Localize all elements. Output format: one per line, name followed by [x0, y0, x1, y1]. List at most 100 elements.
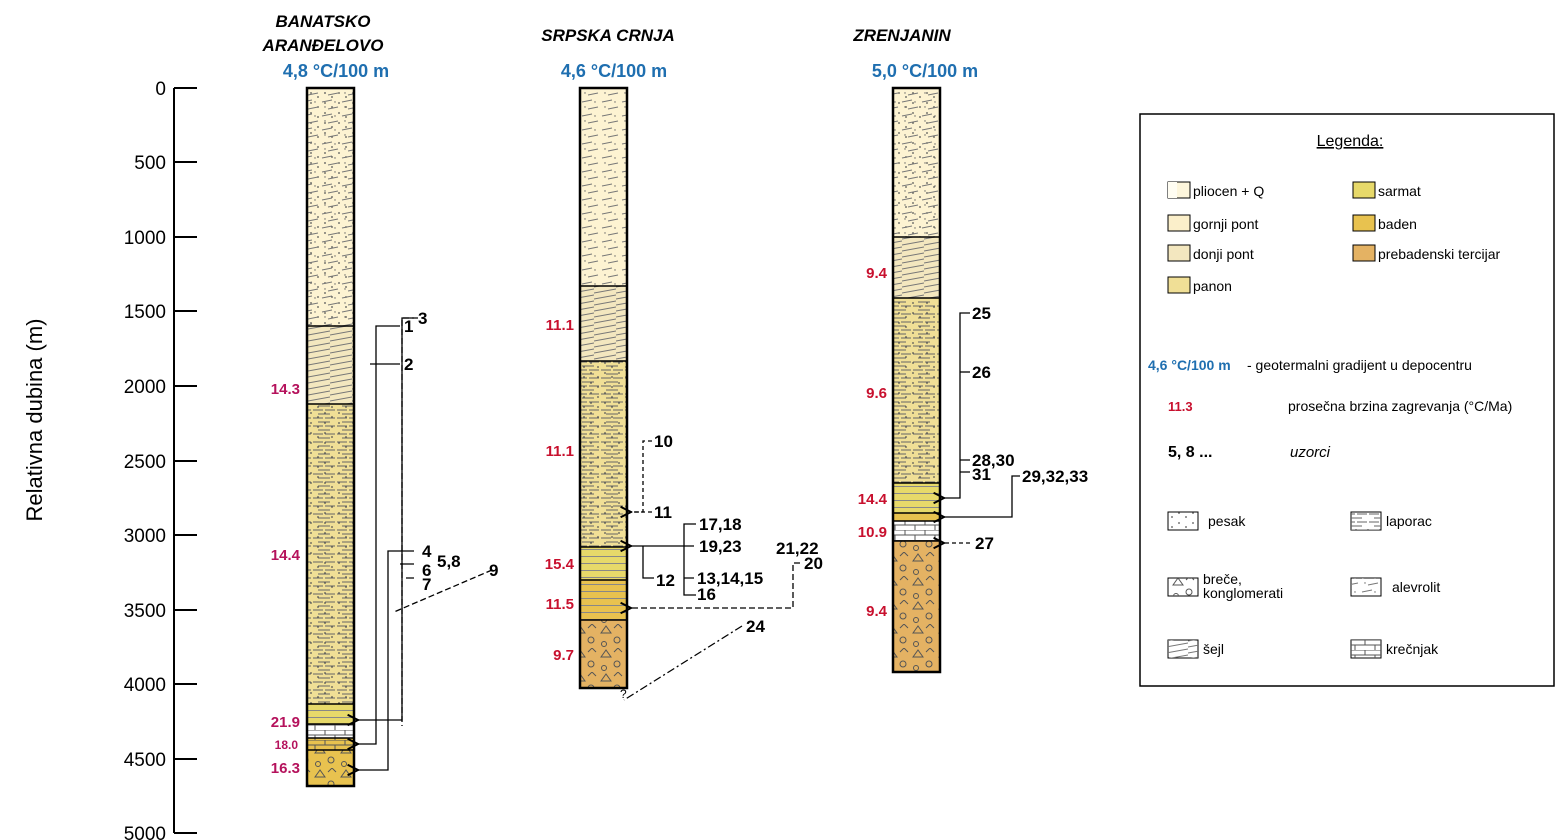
legend-lithology-swatch [1350, 577, 1382, 597]
sample-label: 7 [422, 575, 431, 594]
depth-tick-label: 3500 [124, 601, 166, 622]
heating-rate-label: 9.7 [553, 647, 574, 664]
heating-rate-label: 18.0 [275, 738, 299, 752]
sample-label: 10 [654, 432, 673, 451]
well-gradient: 5,0 °C/100 m [872, 61, 978, 81]
depth-tick-label: 500 [134, 153, 166, 174]
legend: Legenda: pliocen + Q gornji pont donji p… [1139, 113, 1555, 687]
legend-label: gornji pont [1193, 216, 1258, 232]
sample-label: 25 [972, 304, 991, 323]
sample-label: 29,32,33 [1022, 467, 1088, 486]
legend-label: sarmat [1378, 183, 1421, 199]
heating-rate-label: 14.3 [271, 381, 300, 398]
depth-tick-label: 2000 [124, 377, 166, 398]
sample-label: 16 [697, 585, 716, 604]
heating-rate-label: 21.9 [271, 714, 300, 731]
legend-swatch [1352, 214, 1376, 232]
legend-swatch [1352, 181, 1376, 199]
legend-lithology-swatch [1167, 577, 1199, 597]
heating-rate-label: 16.3 [271, 760, 300, 777]
legend-rate-text: prosečna brzina zagrevanja (°C/Ma) [1288, 398, 1512, 414]
legend-lithology-label: alevrolit [1392, 579, 1440, 595]
legend-lithology-label: konglomerati [1203, 585, 1283, 601]
heating-rate-label: 11.1 [546, 317, 574, 334]
legend-lithology-label: breče, [1203, 571, 1242, 587]
legend-label: panon [1193, 278, 1232, 294]
sample-label: 1 [404, 317, 413, 336]
sample-label: 3 [418, 309, 427, 328]
legend-label: pliocen + Q [1193, 183, 1264, 199]
sample-label: 19,23 [699, 537, 742, 556]
legend-lithology-label: laporac [1386, 513, 1432, 529]
sample-label: 20 [804, 554, 823, 573]
heating-rate-label: 9.4 [866, 603, 888, 620]
legend-label: donji pont [1193, 246, 1254, 262]
legend-swatch [1352, 244, 1376, 262]
legend-lithology-label: krečnjak [1386, 641, 1439, 657]
depth-axis-ticks [174, 87, 197, 834]
legend-label: baden [1378, 216, 1417, 232]
depth-tick-label: 5000 [124, 824, 166, 840]
sample-label: 2 [404, 355, 413, 374]
sample-label: 12 [656, 571, 675, 590]
sample-label: 26 [972, 363, 991, 382]
legend-lithology-swatch [1350, 511, 1382, 531]
heating-rate-label: 9.4 [866, 265, 888, 282]
well-gradient: 4,6 °C/100 m [561, 61, 667, 81]
legend-title: Legenda: [1317, 133, 1384, 150]
legend-gradient-example: 4,6 °C/100 m [1148, 357, 1231, 373]
legend-swatch [1167, 214, 1191, 232]
sample-label: 6 [422, 561, 431, 580]
well-column [578, 86, 629, 690]
depth-tick-label: 0 [155, 79, 166, 100]
depth-tick-label: 4000 [124, 675, 166, 696]
sample-label: 5,8 [437, 552, 461, 571]
sample-label: 13,14,15 [697, 569, 763, 588]
sample-connectors [624, 440, 800, 701]
legend-lithology-label: pesak [1208, 513, 1246, 529]
well-name: BANATSKO [275, 12, 370, 31]
legend-lithology-swatch [1167, 511, 1199, 531]
sample-label: 17,18 [699, 515, 742, 534]
heating-rate-label: 11.5 [546, 596, 574, 613]
legend-swatch [1167, 244, 1191, 262]
well-name: SRPSKA CRNJA [541, 26, 675, 45]
well-srpska-crnja: SRPSKA CRNJA 4,6 °C/100 m 11.1 11.1 15.4… [541, 26, 823, 701]
heating-rate-label: 15.4 [545, 556, 575, 573]
sample-label: 27 [975, 534, 994, 553]
sample-label: 11 [654, 503, 672, 522]
well-column [305, 86, 356, 788]
legend-samples-example: 5, 8 ... [1168, 444, 1212, 461]
well-zrenjanin: ZRENJANIN 5,0 °C/100 m 9.4 9.6 14.4 10.9… [852, 26, 1088, 674]
depth-tick-label: 1000 [124, 228, 166, 249]
depth-tick-label: 4500 [124, 750, 166, 771]
depth-tick-label: 1500 [124, 302, 166, 323]
well-name: ARANĐELOVO [262, 36, 384, 55]
legend-label: prebadenski tercijar [1378, 246, 1501, 262]
sample-label: 24 [746, 617, 765, 636]
heating-rate-label: 11.1 [546, 443, 574, 460]
legend-lithology-label: šejl [1203, 641, 1224, 657]
heating-rate-label: 14.4 [271, 547, 301, 564]
well-banatsko-arandjelovo: BANATSKO ARANĐELOVO 4,8 °C/100 m 14.3 14… [262, 12, 498, 788]
legend-box [1139, 113, 1555, 687]
depth-axis-title: Relativna dubina (m) [22, 319, 47, 522]
sample-label: ? [620, 687, 627, 701]
sample-label: 21,22 [776, 539, 819, 558]
sample-label: 9 [489, 561, 498, 580]
well-name: ZRENJANIN [852, 26, 951, 45]
depth-axis: 0 500 1000 1500 2000 2500 3000 3500 4000… [22, 79, 197, 840]
heating-rate-label: 14.4 [858, 491, 888, 508]
legend-gradient-text: - geotermalni gradijent u depocentru [1247, 357, 1472, 373]
well-gradient: 4,8 °C/100 m [283, 61, 389, 81]
heating-rate-label: 10.9 [858, 524, 887, 541]
sample-label: 4 [422, 542, 432, 561]
legend-lithology-swatch [1350, 639, 1382, 659]
legend-samples-text: uzorci [1290, 444, 1331, 461]
depth-tick-label: 3000 [124, 526, 166, 547]
sample-connectors [944, 312, 1020, 543]
well-column [891, 86, 942, 674]
depth-tick-label: 2500 [124, 452, 166, 473]
legend-rate-example: 11.3 [1168, 399, 1193, 414]
